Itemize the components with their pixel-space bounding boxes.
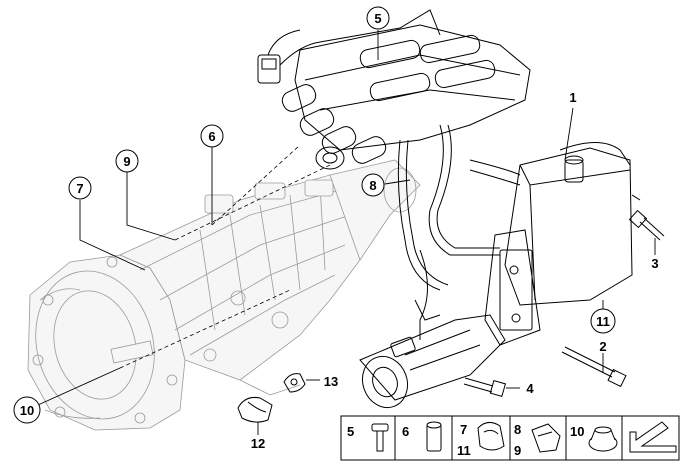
callout-2: 2 bbox=[599, 339, 606, 354]
shift-actuators bbox=[281, 84, 387, 170]
legend-cell-10: 10 bbox=[570, 424, 618, 452]
legend-cell-8-9: 8 9 bbox=[514, 422, 561, 458]
bolt-item-3 bbox=[628, 209, 665, 241]
bolt-item-2 bbox=[561, 346, 627, 388]
callout-10: 10 bbox=[13, 396, 41, 424]
parts-legend: 5 6 7 11 8 9 bbox=[340, 415, 680, 461]
arrow-icon bbox=[629, 421, 677, 453]
bracket-clip-icon bbox=[531, 423, 561, 453]
pump-motor bbox=[359, 299, 506, 409]
callout-12: 12 bbox=[251, 436, 265, 451]
callout-1: 1 bbox=[569, 90, 576, 105]
legend-cell-6: 6 bbox=[402, 421, 442, 452]
svg-text:1: 1 bbox=[569, 90, 576, 105]
legend-cell-5: 5 bbox=[347, 423, 389, 452]
svg-text:2: 2 bbox=[599, 339, 606, 354]
svg-text:11: 11 bbox=[596, 314, 610, 329]
svg-text:4: 4 bbox=[526, 381, 534, 396]
svg-text:8: 8 bbox=[514, 422, 521, 437]
svg-text:11: 11 bbox=[457, 443, 471, 458]
callout-11: 11 bbox=[590, 308, 616, 334]
callout-7: 7 bbox=[68, 176, 92, 200]
hydraulic-lines bbox=[397, 124, 521, 340]
solenoid-valves bbox=[359, 34, 496, 102]
callout-4: 4 bbox=[526, 381, 534, 396]
svg-text:13: 13 bbox=[324, 374, 338, 389]
svg-text:5: 5 bbox=[374, 11, 381, 26]
svg-text:7: 7 bbox=[76, 181, 83, 196]
svg-text:8: 8 bbox=[369, 178, 376, 193]
grommet-icon bbox=[588, 426, 618, 452]
bolt-icon bbox=[371, 423, 389, 452]
svg-text:9: 9 bbox=[514, 443, 521, 458]
transmission-housing bbox=[27, 159, 421, 431]
sleeve-icon bbox=[426, 421, 442, 452]
leader-lines bbox=[37, 30, 656, 435]
callout-3: 3 bbox=[651, 256, 658, 271]
svg-text:10: 10 bbox=[570, 424, 584, 439]
clip-item-12 bbox=[237, 397, 273, 423]
svg-text:6: 6 bbox=[208, 129, 215, 144]
clip-item-13 bbox=[283, 373, 306, 393]
callout-13: 13 bbox=[324, 374, 338, 389]
clamp-icon bbox=[477, 422, 505, 451]
svg-text:12: 12 bbox=[251, 436, 265, 451]
legend-cell-arrow bbox=[629, 421, 677, 453]
hydraulic-valve-block bbox=[257, 9, 531, 170]
svg-text:9: 9 bbox=[123, 154, 130, 169]
svg-text:6: 6 bbox=[402, 424, 409, 439]
callout-8: 8 bbox=[361, 173, 385, 197]
svg-text:3: 3 bbox=[651, 256, 658, 271]
svg-text:10: 10 bbox=[20, 403, 34, 418]
svg-text:5: 5 bbox=[347, 424, 354, 439]
reservoir-unit bbox=[484, 142, 641, 346]
callout-5: 5 bbox=[366, 6, 390, 30]
callout-9: 9 bbox=[115, 149, 139, 173]
legend-cell-7-11: 7 11 bbox=[457, 422, 505, 458]
bolt-item-4 bbox=[463, 377, 507, 398]
callout-6: 6 bbox=[200, 124, 224, 148]
svg-text:7: 7 bbox=[460, 422, 467, 437]
